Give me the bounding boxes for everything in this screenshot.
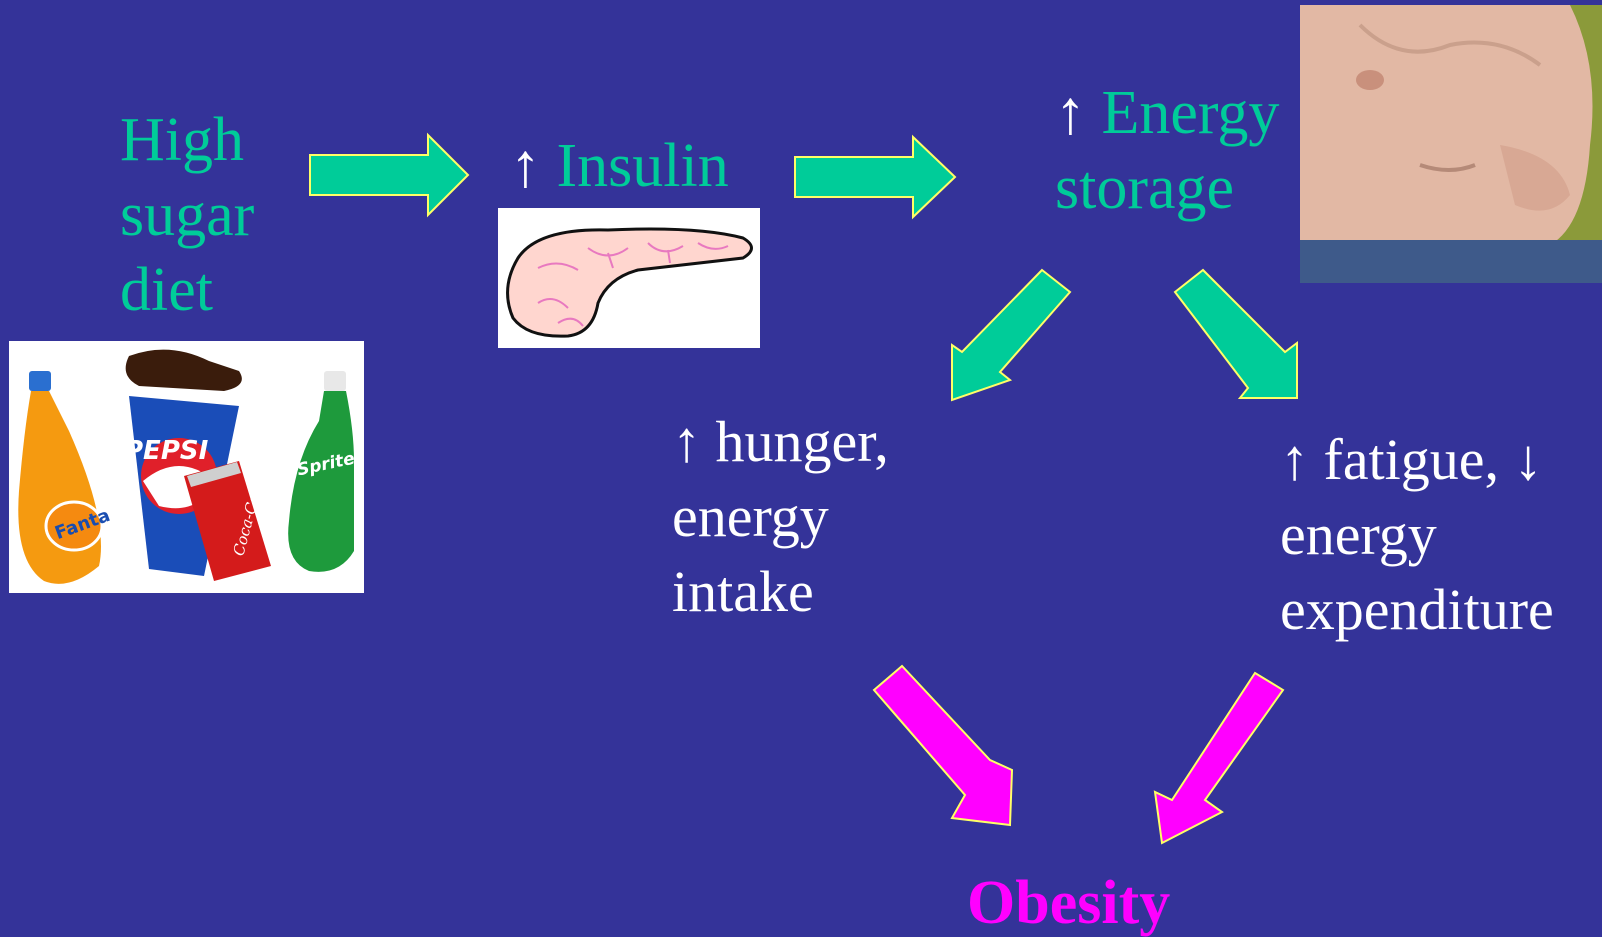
fanta-bottle-icon: Fanta [18,371,113,584]
belly-photo-image [1300,5,1602,283]
energy-storage-label: ↑ Energy storage [1055,76,1279,226]
hunger-line1: hunger, [716,409,889,474]
pancreas-image [498,208,760,348]
pepsi-label: PEPSI [124,436,209,466]
arrow-hunger-to-obesity [874,666,1012,825]
high-sugar-diet-label: High sugar diet [120,103,254,328]
diet-line-3: diet [120,253,254,328]
fatigue-line1: fatigue, [1324,427,1500,492]
arrow-storage-to-hunger [952,270,1070,400]
arrow-fatigue-to-obesity [1155,673,1283,843]
energy-up-arrow: ↑ [1055,79,1086,147]
pancreas-icon [508,229,752,336]
insulin-text: Insulin [557,132,729,200]
obesity-label: Obesity [967,872,1170,934]
arrow-diet-to-insulin [310,135,468,215]
hunger-label: ↑ hunger, energy intake [672,404,889,629]
insulin-label: ↑ Insulin [510,135,729,197]
arrow-storage-to-fatigue [1175,270,1297,398]
energy-storage-line2: storage [1055,151,1279,226]
energy-storage-line1: Energy [1102,79,1280,147]
hunger-line2: energy [672,479,889,554]
diet-line-1: High [120,103,254,178]
diet-line-2: sugar [120,178,254,253]
fatigue-down-arrow: ↓ [1514,427,1543,492]
soda-bottles-image: Fanta PEPSI Coca-Cola Sprite [9,341,364,593]
hunger-line3: intake [672,554,889,629]
fatigue-label: ↑ fatigue, ↓ energy expenditure [1280,422,1554,647]
fatigue-line2: energy [1280,497,1554,572]
insulin-up-arrow: ↑ [510,132,541,200]
hunger-up-arrow: ↑ [672,409,701,474]
sprite-bottle-icon: Sprite [288,371,356,572]
fatigue-up-arrow: ↑ [1280,427,1309,492]
arrow-insulin-to-storage [795,137,955,217]
fatigue-line3: expenditure [1280,572,1554,647]
